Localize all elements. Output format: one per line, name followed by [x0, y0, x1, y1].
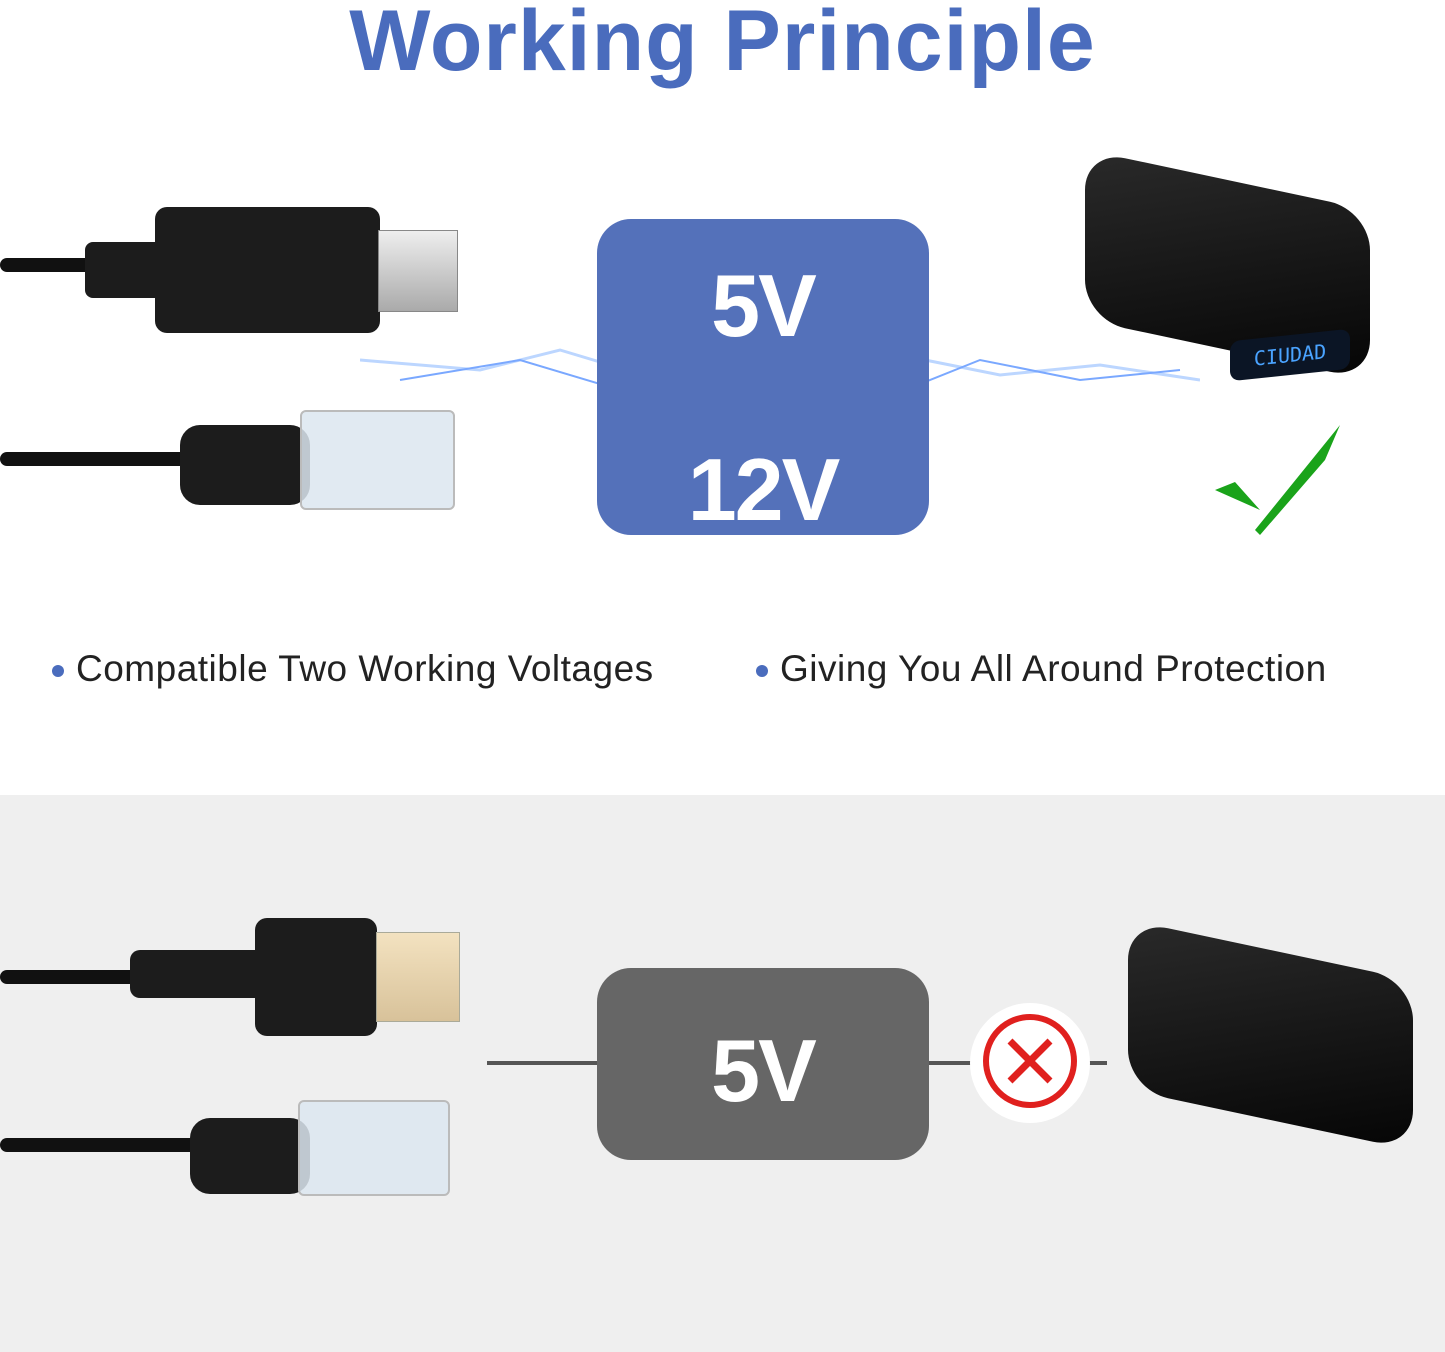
voltage-box: 5V [597, 968, 929, 1160]
page-title: Working Principle [349, 0, 1096, 89]
bullet-text: Compatible Two Working Voltages [76, 648, 654, 689]
bullet-text: Giving You All Around Protection [780, 648, 1327, 689]
check-icon [1215, 425, 1340, 535]
rj-cable [0, 452, 190, 466]
rj-boot [190, 1118, 310, 1194]
rj-plug [300, 410, 455, 510]
usb-plug-metal [378, 230, 458, 312]
rj-plug [298, 1100, 450, 1196]
voltage-5v-label: 5V [711, 256, 817, 355]
rj-cable [0, 1138, 200, 1152]
usb-connector-body [155, 207, 380, 333]
usb-plug-gold [376, 932, 460, 1022]
x-circle-icon [970, 1003, 1090, 1123]
voltage-box: 5V 12V [597, 219, 929, 539]
rj-boot [180, 425, 310, 505]
usb-connector-body [255, 918, 377, 1036]
bullet-dot-icon [52, 665, 64, 678]
usb-strain-relief [130, 950, 270, 998]
voltage-5v-label: 5V [711, 1021, 817, 1120]
usb-cable [0, 258, 110, 272]
usb-cable [0, 970, 140, 984]
bullet-dot-icon [756, 665, 768, 678]
voltage-12v-label: 12V [687, 440, 841, 539]
bullet-item: Giving You All Around Protection [756, 648, 1327, 690]
usb-strain-relief [85, 242, 165, 298]
bullet-item: Compatible Two Working Voltages [52, 648, 654, 690]
